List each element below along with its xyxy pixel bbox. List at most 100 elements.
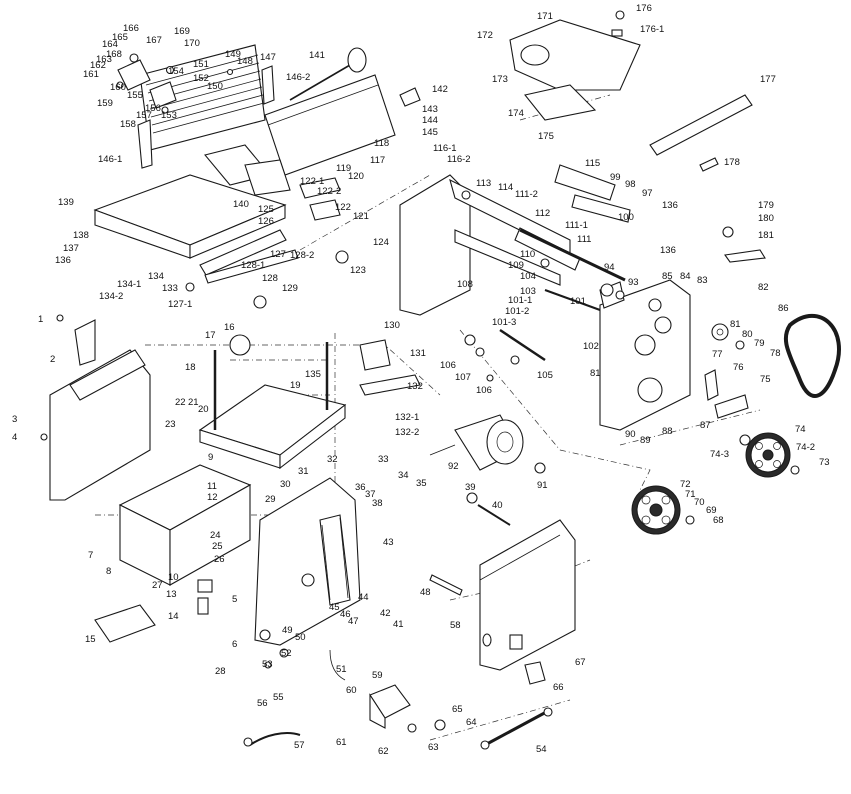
- label-80: 80: [742, 329, 753, 340]
- label-154: 154: [168, 66, 184, 77]
- label-98: 98: [625, 179, 636, 190]
- label-44: 44: [358, 592, 369, 603]
- label-128: 128: [262, 273, 278, 284]
- electrical-parts: [243, 492, 553, 750]
- pulleys: [631, 432, 800, 535]
- label-125: 125: [258, 204, 274, 215]
- label-74: 74: [795, 424, 806, 435]
- label-85: 85: [662, 271, 673, 282]
- label-60: 60: [346, 685, 357, 696]
- label-163: 163: [96, 54, 112, 65]
- left-side-frame: [40, 314, 151, 501]
- label-51: 51: [336, 664, 347, 675]
- handle: [649, 94, 766, 263]
- label-39: 39: [465, 482, 476, 493]
- label-172: 172: [477, 30, 493, 41]
- label-166: 166: [123, 23, 139, 34]
- label-161: 161: [83, 69, 99, 80]
- label-97: 97: [642, 188, 653, 199]
- label-123: 123: [350, 265, 366, 276]
- label-128-2: 128-2: [290, 250, 314, 261]
- label-79: 79: [754, 338, 765, 349]
- label-157: 157: [136, 110, 152, 121]
- label-144: 144: [422, 115, 438, 126]
- label-165: 165: [112, 32, 128, 43]
- label-159: 159: [97, 98, 113, 109]
- label-46: 46: [340, 609, 351, 620]
- label-26: 26: [214, 554, 225, 565]
- label-180: 180: [758, 213, 774, 224]
- drive-belt: [783, 313, 841, 398]
- label-64: 64: [466, 717, 477, 728]
- label-65: 65: [452, 704, 463, 715]
- label-134: 134: [148, 271, 164, 282]
- label-134-1: 134-1: [117, 279, 141, 290]
- label-91: 91: [537, 480, 548, 491]
- label-99: 99: [610, 172, 621, 183]
- label-102: 102: [583, 341, 599, 352]
- label-158: 158: [120, 119, 136, 130]
- label-152: 152: [193, 73, 209, 84]
- label-49: 49: [282, 625, 293, 636]
- label-31: 31: [298, 466, 309, 477]
- label-100: 100: [618, 212, 634, 223]
- label-119: 119: [336, 163, 351, 174]
- label-77: 77: [712, 349, 723, 360]
- label-48: 48: [420, 587, 431, 598]
- label-128-1: 128-1: [241, 260, 265, 271]
- label-34: 34: [398, 470, 409, 481]
- label-23: 23: [165, 419, 176, 430]
- label-8: 8: [106, 566, 111, 577]
- label-54: 54: [536, 744, 547, 755]
- label-101-3: 101-3: [492, 317, 516, 328]
- label-61: 61: [336, 737, 347, 748]
- label-120: 120: [348, 171, 364, 182]
- label-111-1: 111-1: [565, 220, 588, 231]
- label-86: 86: [778, 303, 789, 314]
- label-160: 160: [110, 82, 126, 93]
- label-162: 162: [90, 60, 106, 71]
- part-number-labels: 1 2 3 4 5 6 7 8 9 10 11 12 13 14 15 16 1…: [12, 3, 830, 757]
- label-150: 150: [207, 81, 223, 92]
- label-122-1: 122-1: [300, 176, 324, 187]
- label-122-2: 122-2: [317, 186, 341, 197]
- label-24: 24: [210, 530, 221, 541]
- label-19: 19: [290, 380, 301, 391]
- top-fence-assembly: [116, 44, 275, 169]
- label-43: 43: [383, 537, 394, 548]
- base-cabinet: [94, 464, 252, 643]
- label-73: 73: [819, 457, 830, 468]
- label-178: 178: [724, 157, 740, 168]
- label-131: 131: [410, 348, 426, 359]
- label-9: 9: [208, 452, 213, 463]
- center-side-frame: [254, 477, 361, 646]
- label-45: 45: [329, 602, 340, 613]
- infeed-table: [93, 144, 341, 259]
- label-72: 72: [680, 479, 691, 490]
- roller-assembly: [185, 229, 349, 309]
- label-92: 92: [448, 461, 459, 472]
- planer-table: [198, 334, 421, 470]
- label-151: 151: [193, 59, 209, 70]
- label-170: 170: [184, 38, 200, 49]
- motor: [429, 414, 546, 474]
- cutterhead-assembly: [264, 47, 421, 176]
- label-87: 87: [700, 420, 711, 431]
- label-81: 81: [730, 319, 741, 330]
- label-146-1: 146-1: [98, 154, 122, 165]
- label-32: 32: [327, 454, 338, 465]
- label-106: 106: [440, 360, 456, 371]
- label-59: 59: [372, 670, 383, 681]
- label-33: 33: [378, 454, 389, 465]
- label-142: 142: [432, 84, 448, 95]
- label-136: 136: [55, 255, 71, 266]
- label-136b: 136: [662, 200, 678, 211]
- label-143: 143: [422, 104, 438, 115]
- gearbox-frame: [599, 279, 749, 431]
- label-37: 37: [365, 489, 376, 500]
- label-174: 174: [508, 108, 524, 119]
- label-89: 89: [640, 435, 651, 446]
- label-84: 84: [680, 271, 691, 282]
